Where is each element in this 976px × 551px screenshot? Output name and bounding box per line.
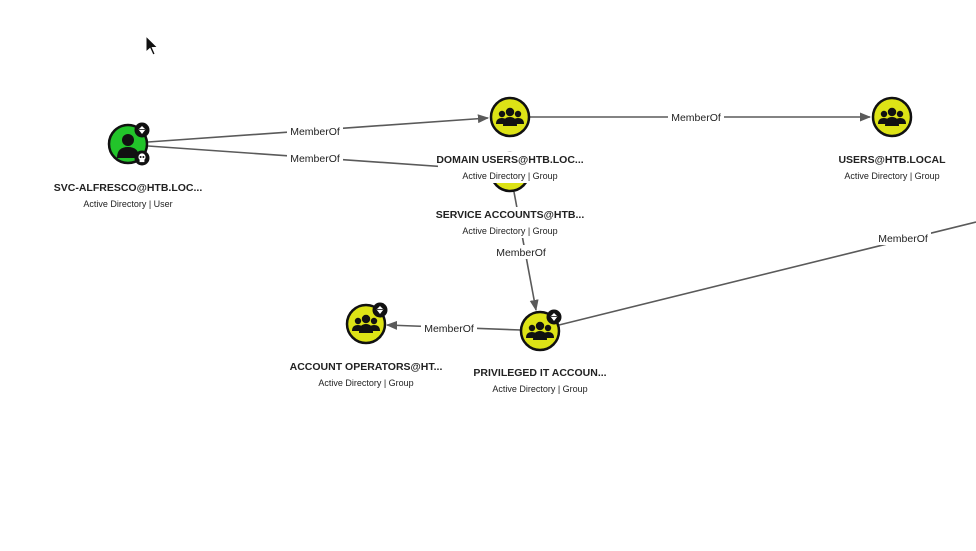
nodes-layer: SVC-ALFRESCO@HTB.LOC... Active Directory… (54, 96, 946, 395)
node-subtitle: Active Directory | Group (492, 384, 587, 394)
node-subtitle: Active Directory | Group (844, 171, 939, 181)
node-subtitle: Active Directory | User (83, 199, 172, 209)
skull-badge-icon (134, 150, 150, 166)
node-subtitle: Active Directory | Group (462, 171, 557, 181)
node-subtitle: Active Directory | Group (318, 378, 413, 388)
edge-label-text: MemberOf (496, 247, 546, 259)
edge-labels-layer: MemberOf MemberOf MemberOf MemberOf Memb… (287, 110, 931, 335)
edge-label: MemberOf (421, 321, 477, 335)
edge-label: MemberOf (875, 231, 931, 245)
diamond-badge-icon (134, 122, 150, 138)
node-title: PRIVILEGED IT ACCOUN... (473, 367, 606, 379)
node-users[interactable]: USERS@HTB.LOCAL Active Directory | Group (838, 96, 946, 181)
node-account-operators[interactable]: ACCOUNT OPERATORS@HT... Active Directory… (290, 302, 443, 389)
node-title: SVC-ALFRESCO@HTB.LOC... (54, 182, 203, 194)
node-label-backdrop (438, 152, 584, 183)
diamond-badge-icon (546, 309, 562, 325)
diamond-badge-icon (372, 302, 388, 318)
node-title: DOMAIN USERS@HTB.LOC... (436, 154, 583, 166)
edge-label-text: MemberOf (290, 153, 340, 165)
node-title: USERS@HTB.LOCAL (838, 154, 946, 166)
edge-label-text: MemberOf (671, 112, 721, 124)
edge-label-text: MemberOf (290, 126, 340, 138)
node-service-accounts-label: SERVICE ACCOUNTS@HTB... Active Directory… (436, 207, 585, 238)
node-privileged-it-accounts[interactable]: PRIVILEGED IT ACCOUN... Active Directory… (473, 309, 607, 395)
edge-label-text: MemberOf (424, 323, 474, 335)
node-title: SERVICE ACCOUNTS@HTB... (436, 209, 585, 221)
node-svc-alfresco[interactable]: SVC-ALFRESCO@HTB.LOC... Active Directory… (54, 122, 203, 210)
mouse-pointer-icon (145, 34, 159, 56)
edge-label-text: MemberOf (878, 233, 928, 245)
node-subtitle: Active Directory | Group (462, 226, 557, 236)
edge-label: MemberOf (668, 110, 724, 124)
edge-label: MemberOf (287, 124, 343, 138)
node-label-backdrop (438, 207, 584, 238)
edge-label: MemberOf (493, 245, 549, 259)
node-domain-users[interactable]: DOMAIN USERS@HTB.LOC... Active Directory… (436, 96, 584, 183)
node-title: ACCOUNT OPERATORS@HT... (290, 361, 443, 373)
edge-label: MemberOf (287, 151, 343, 165)
